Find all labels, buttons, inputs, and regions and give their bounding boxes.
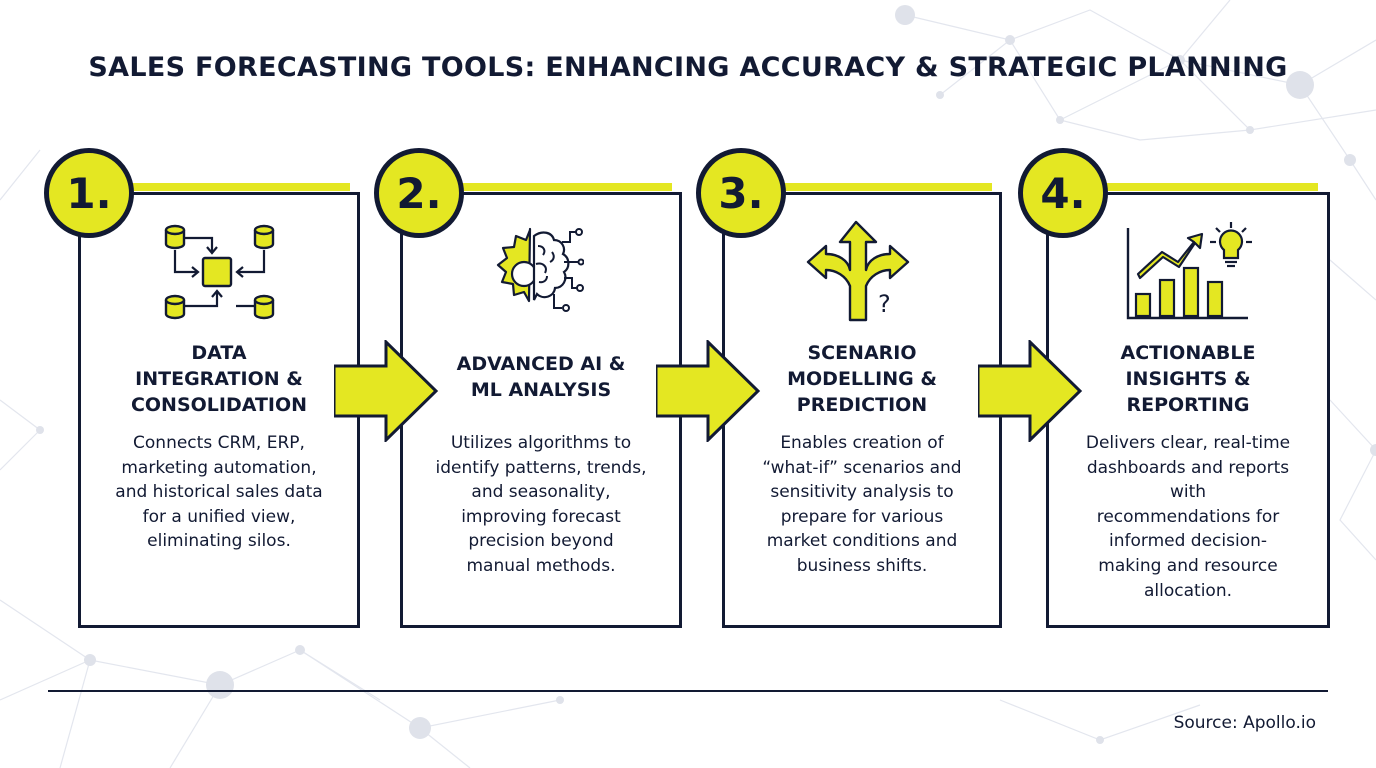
- accent-bar: [128, 183, 350, 191]
- step-number-badge: 3.: [696, 148, 786, 238]
- step-number-badge: 4.: [1018, 148, 1108, 238]
- ai-brain-gear-icon: [496, 227, 584, 312]
- step-heading: SCENARIO MODELLING & PREDICTION: [787, 342, 937, 416]
- database-integration-icon: [164, 224, 275, 320]
- step-description: Delivers clear, real-time dashboards and…: [1085, 433, 1291, 601]
- step-heading: ADVANCED AI & ML ANALYSIS: [456, 353, 626, 401]
- svg-text:?: ?: [878, 290, 891, 318]
- accent-bar: [772, 183, 992, 191]
- step-heading: DATA INTEGRATION & CONSOLIDATION: [130, 342, 308, 416]
- step-number-badge: 1.: [44, 148, 134, 238]
- step-description: Connects CRM, ERP, marketing automation,…: [115, 433, 323, 552]
- step-heading: ACTIONABLE INSIGHTS & REPORTING: [1120, 342, 1256, 416]
- flow-arrow-1: [334, 340, 439, 442]
- footer-divider: [48, 690, 1328, 692]
- flow-arrow-3: [978, 340, 1083, 442]
- step-description: Enables creation of “what-if” scenarios …: [762, 433, 962, 576]
- page-title: SALES FORECASTING TOOLS: ENHANCING ACCUR…: [88, 52, 1288, 83]
- step-card-4: [1046, 192, 1330, 628]
- source-credit: Source: Apollo.io: [1173, 713, 1316, 733]
- step-number-badge: 2.: [374, 148, 464, 238]
- accent-bar: [1096, 183, 1318, 191]
- branching-arrows-icon: ?: [806, 220, 910, 322]
- step-description: Utilizes algorithms to identify patterns…: [435, 433, 647, 576]
- growth-chart-lightbulb-icon: [1126, 222, 1252, 320]
- accent-bar: [450, 183, 672, 191]
- flow-arrow-2: [656, 340, 761, 442]
